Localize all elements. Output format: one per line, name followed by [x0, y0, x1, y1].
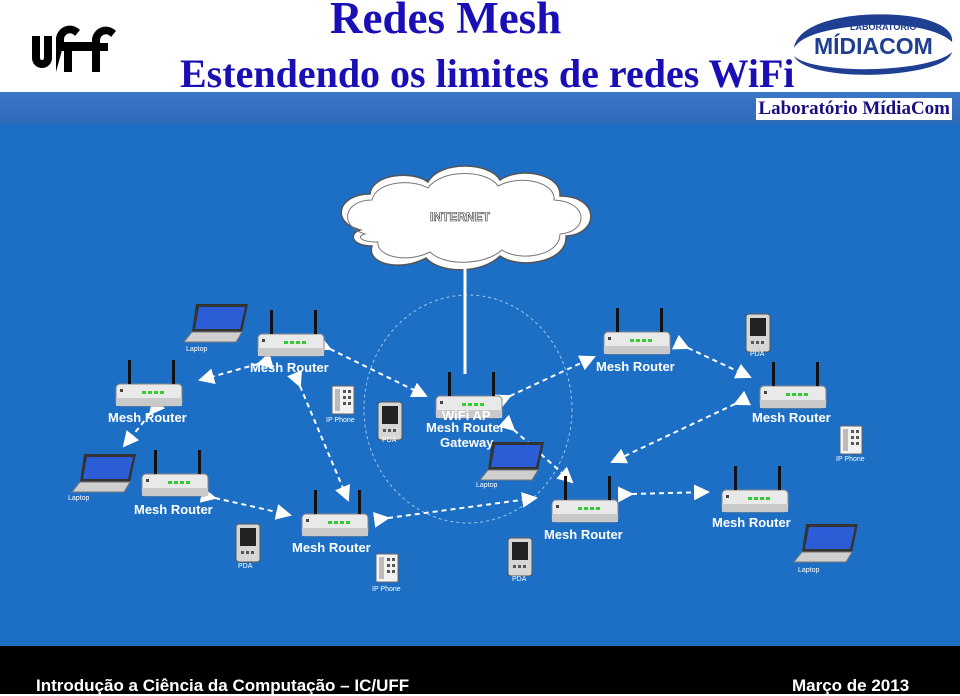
ip-phone-2: IP Phone: [836, 425, 865, 463]
svg-text:IP Phone: IP Phone: [372, 586, 401, 593]
mesh-router-7: Mesh Router: [544, 475, 623, 542]
mesh-router-4: Mesh Router: [292, 489, 371, 555]
midiacom-logo: LABORATÓRIO MÍDIACOM: [794, 14, 953, 75]
pda-4: PDA: [507, 537, 533, 583]
ip-phone-1: IP Phone: [326, 385, 355, 424]
mesh-router-6: Mesh Router: [752, 361, 831, 425]
svg-text:Mesh Router: Mesh Router: [752, 410, 831, 425]
lab-name: Laboratório MídiaCom: [756, 98, 952, 120]
svg-text:Mesh Router: Mesh Router: [292, 540, 371, 555]
svg-text:Mesh Router: Mesh Router: [712, 515, 791, 530]
gateway-label-3: Gateway: [440, 435, 494, 450]
internet-label: INTERNET: [430, 210, 491, 224]
gateway-label-1: WiFi AP: [442, 408, 491, 423]
svg-text:PDA: PDA: [750, 351, 765, 358]
svg-text:PDA: PDA: [238, 563, 253, 570]
svg-text:Mesh Router: Mesh Router: [250, 360, 329, 375]
pda-3: PDA: [235, 523, 261, 570]
svg-text:Mesh Router: Mesh Router: [108, 410, 187, 425]
svg-text:IP Phone: IP Phone: [326, 417, 355, 424]
svg-text:Laptop: Laptop: [186, 346, 208, 353]
mesh-router-5: Mesh Router: [596, 307, 675, 374]
mesh-links: [122, 334, 752, 528]
pda-1: PDA: [377, 401, 403, 444]
svg-text:Laptop: Laptop: [68, 495, 90, 502]
midiacom-logo-top: LABORATÓRIO: [850, 21, 916, 32]
ip-phone-3: IP Phone: [372, 553, 401, 593]
svg-text:Mesh Router: Mesh Router: [134, 502, 213, 517]
slide-title: Redes Mesh: [330, 0, 562, 43]
internet-cloud: [340, 165, 592, 271]
svg-text:Mesh Router: Mesh Router: [596, 359, 675, 374]
mesh-router-8: Mesh Router: [712, 465, 791, 530]
footer-date: Março de 2013: [792, 676, 910, 695]
svg-text:IP Phone: IP Phone: [836, 456, 865, 463]
slide-subtitle: Estendendo os limites de redes WiFi: [180, 51, 795, 96]
laptop-1: Laptop: [183, 303, 249, 353]
midiacom-logo-main: MÍDIACOM: [814, 32, 933, 59]
gateway-label-2: Mesh Router: [426, 420, 505, 435]
laptop-2: Laptop: [68, 453, 137, 502]
svg-text:Mesh Router: Mesh Router: [544, 527, 623, 542]
footer-course: Introdução a Ciência da Computação – IC/…: [36, 676, 410, 695]
slide-footer: [0, 646, 960, 694]
svg-text:Laptop: Laptop: [798, 567, 820, 574]
mesh-router-2: Mesh Router: [108, 359, 187, 425]
uff-logo: [32, 25, 116, 72]
laptop-4: Laptop: [793, 523, 859, 574]
mesh-router-1: Mesh Router: [250, 309, 329, 375]
svg-text:PDA: PDA: [512, 576, 527, 583]
pda-2: PDA: [745, 313, 771, 358]
laptop-3: Laptop: [476, 441, 545, 489]
svg-text:PDA: PDA: [382, 437, 397, 444]
svg-text:Laptop: Laptop: [476, 482, 498, 489]
mesh-router-3: Mesh Router: [134, 449, 213, 517]
mesh-network-diagram: INTERNET Mesh Router Mesh Router Mesh Ro…: [68, 165, 865, 593]
